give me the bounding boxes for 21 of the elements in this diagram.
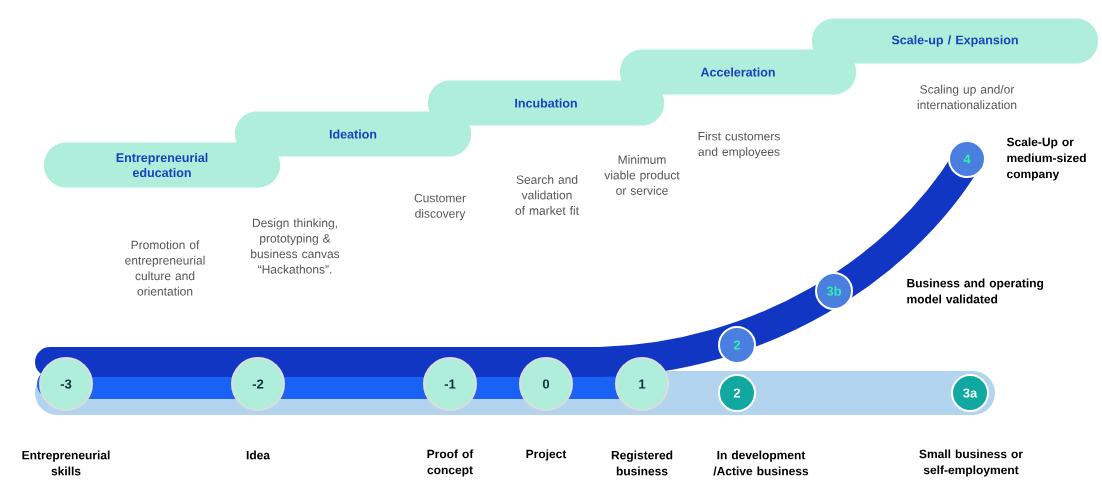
description-text: Customer discovery xyxy=(414,193,466,221)
description-text: Search and validation of market fit xyxy=(515,175,579,215)
stage-label: Project xyxy=(526,449,567,461)
phase-band: Acceleration xyxy=(620,49,856,95)
stage-label: Small business or self-employment xyxy=(919,449,1023,477)
phase-band: Scale-up / Expansion xyxy=(812,18,1098,64)
stage-label: Scale-Up or medium-sized company xyxy=(1006,137,1086,181)
stage-label: In development /Active business xyxy=(713,450,809,476)
description-text: Promotion of entrepreneurial culture and orientation xyxy=(125,240,205,296)
description-text: Minimum viable product or service xyxy=(604,155,680,195)
stage-label: Proof of concept xyxy=(427,449,474,477)
stage-label: Business and operating model validated xyxy=(907,278,1044,304)
description-text: Design thinking, prototyping & business canvas “Hackathons”. xyxy=(251,218,340,274)
stage-label: Registered business xyxy=(611,450,673,476)
phase-band: Entrepreneurial education xyxy=(44,142,280,188)
description-text: Scaling up and/or internationalization xyxy=(917,84,1017,110)
phase-band: Ideation xyxy=(235,111,471,157)
description-text: First customers and employees xyxy=(698,131,780,159)
stage-label: Idea xyxy=(246,450,271,460)
phase-band: Incubation xyxy=(428,80,664,126)
stage-label: Entrepreneurial skills xyxy=(22,450,110,476)
